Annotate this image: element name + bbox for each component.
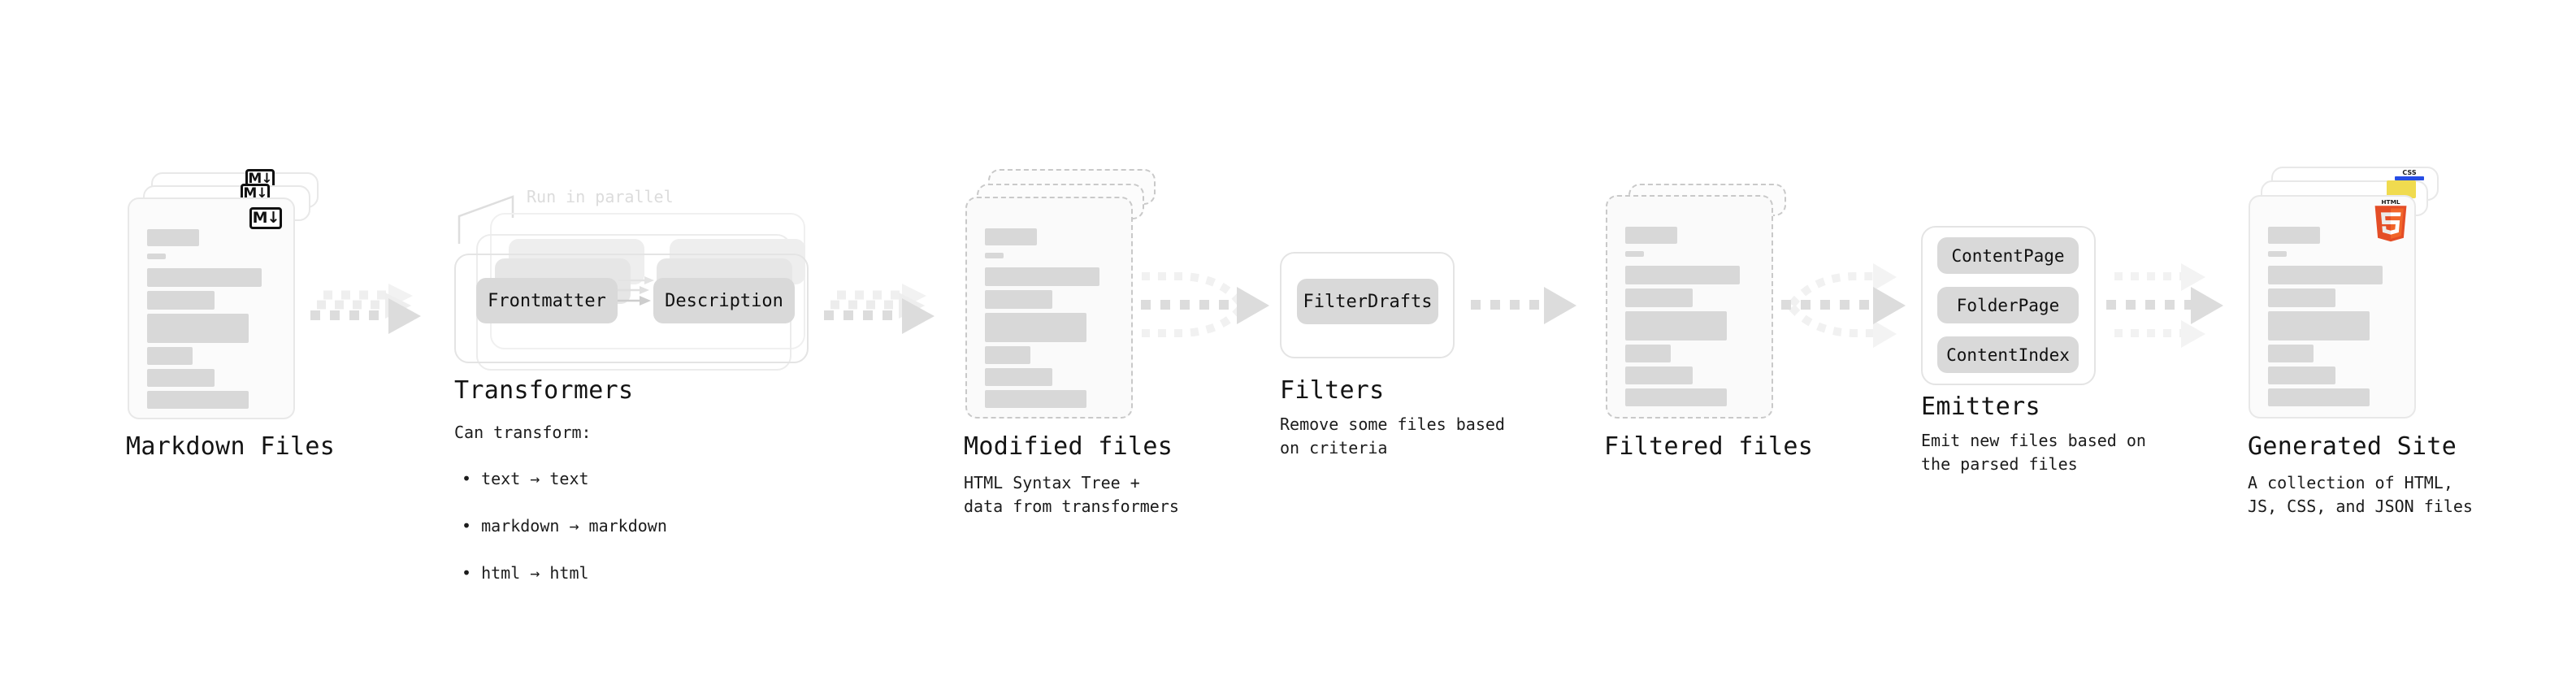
emitter-node-contentindex[interactable]: ContentIndex [1937,336,2079,373]
doc-line [985,368,1052,386]
stage-title-generated-site: Generated Site [2248,432,2457,461]
doc-line [147,291,215,310]
list-item: • markdown → markdown [462,516,667,536]
doc-line [2268,388,2370,406]
doc-line [1625,311,1727,340]
stage-subtitle-generated-site: A collection of HTML, JS, CSS, and JSON … [2248,473,2473,516]
stage-subtitle-emitters: Emit new files based on the parsed files [1921,431,2146,474]
transformers-group-box [454,254,809,363]
run-in-parallel-label: Run in parallel [527,187,674,206]
doc-line [2268,251,2287,257]
svg-text:HTML: HTML [2381,200,2400,206]
stage-title-filters: Filters [1280,376,1385,405]
doc-line [147,268,262,287]
transformer-node-frontmatter[interactable]: Frontmatter [476,278,618,323]
modified-card-front [965,197,1133,419]
doc-line [1625,367,1693,384]
doc-line [147,229,199,246]
doc-line [2268,266,2383,284]
doc-line [1625,227,1677,244]
transformer-capability-list: • text → text • markdown → markdown • ht… [462,444,667,609]
css-icon-label: CSS [2402,169,2417,176]
stage-title-emitters: Emitters [1921,393,2040,421]
markdown-icon: M↓ [249,207,282,229]
emitter-node-contentpage[interactable]: ContentPage [1937,237,2079,274]
stage-title-markdown-files: Markdown Files [126,432,336,461]
doc-line [147,391,249,409]
doc-line [985,228,1037,245]
stage-subtitle-transformers: Can transform: [454,423,592,442]
js-icon [2387,180,2416,198]
doc-line [2268,227,2320,244]
doc-line [985,390,1086,408]
doc-line [147,369,215,387]
css-icon: CSS [2395,169,2424,185]
doc-line [1625,345,1671,362]
doc-line [1625,288,1693,307]
list-item-label: html → html [481,563,589,583]
doc-line [1625,251,1644,257]
doc-line [985,313,1086,342]
doc-line [985,267,1099,286]
doc-line [985,346,1030,364]
doc-line [2268,288,2335,307]
filtered-card-front [1606,195,1773,419]
stage-subtitle-filters: Remove some files based on criteria [1280,414,1505,458]
doc-line [147,314,249,343]
list-item: • html → html [462,563,589,583]
doc-line [2268,311,2370,340]
html5-icon: HTML [2374,200,2407,242]
stage-title-transformers: Transformers [454,376,634,405]
transformer-node-description[interactable]: Description [653,278,795,323]
doc-line [2268,367,2335,384]
doc-line [1625,266,1740,284]
emitter-node-folderpage[interactable]: FolderPage [1937,287,2079,323]
doc-line [1625,388,1727,406]
list-item: • text → text [462,469,589,488]
markdown-card-front [128,197,295,419]
doc-line [985,253,1004,258]
css-icon-bar [2395,176,2424,180]
list-item-label: markdown → markdown [481,516,667,536]
doc-line [985,290,1052,309]
doc-line [147,254,166,259]
stage-title-filtered-files: Filtered files [1604,432,1814,461]
filter-node-filterdrafts[interactable]: FilterDrafts [1297,279,1438,324]
doc-line [2268,345,2314,362]
stage-title-modified-files: Modified files [964,432,1173,461]
stage-subtitle-modified-files: HTML Syntax Tree + data from transformer… [964,473,1179,516]
list-item-label: text → text [481,469,589,488]
doc-line [147,347,193,365]
